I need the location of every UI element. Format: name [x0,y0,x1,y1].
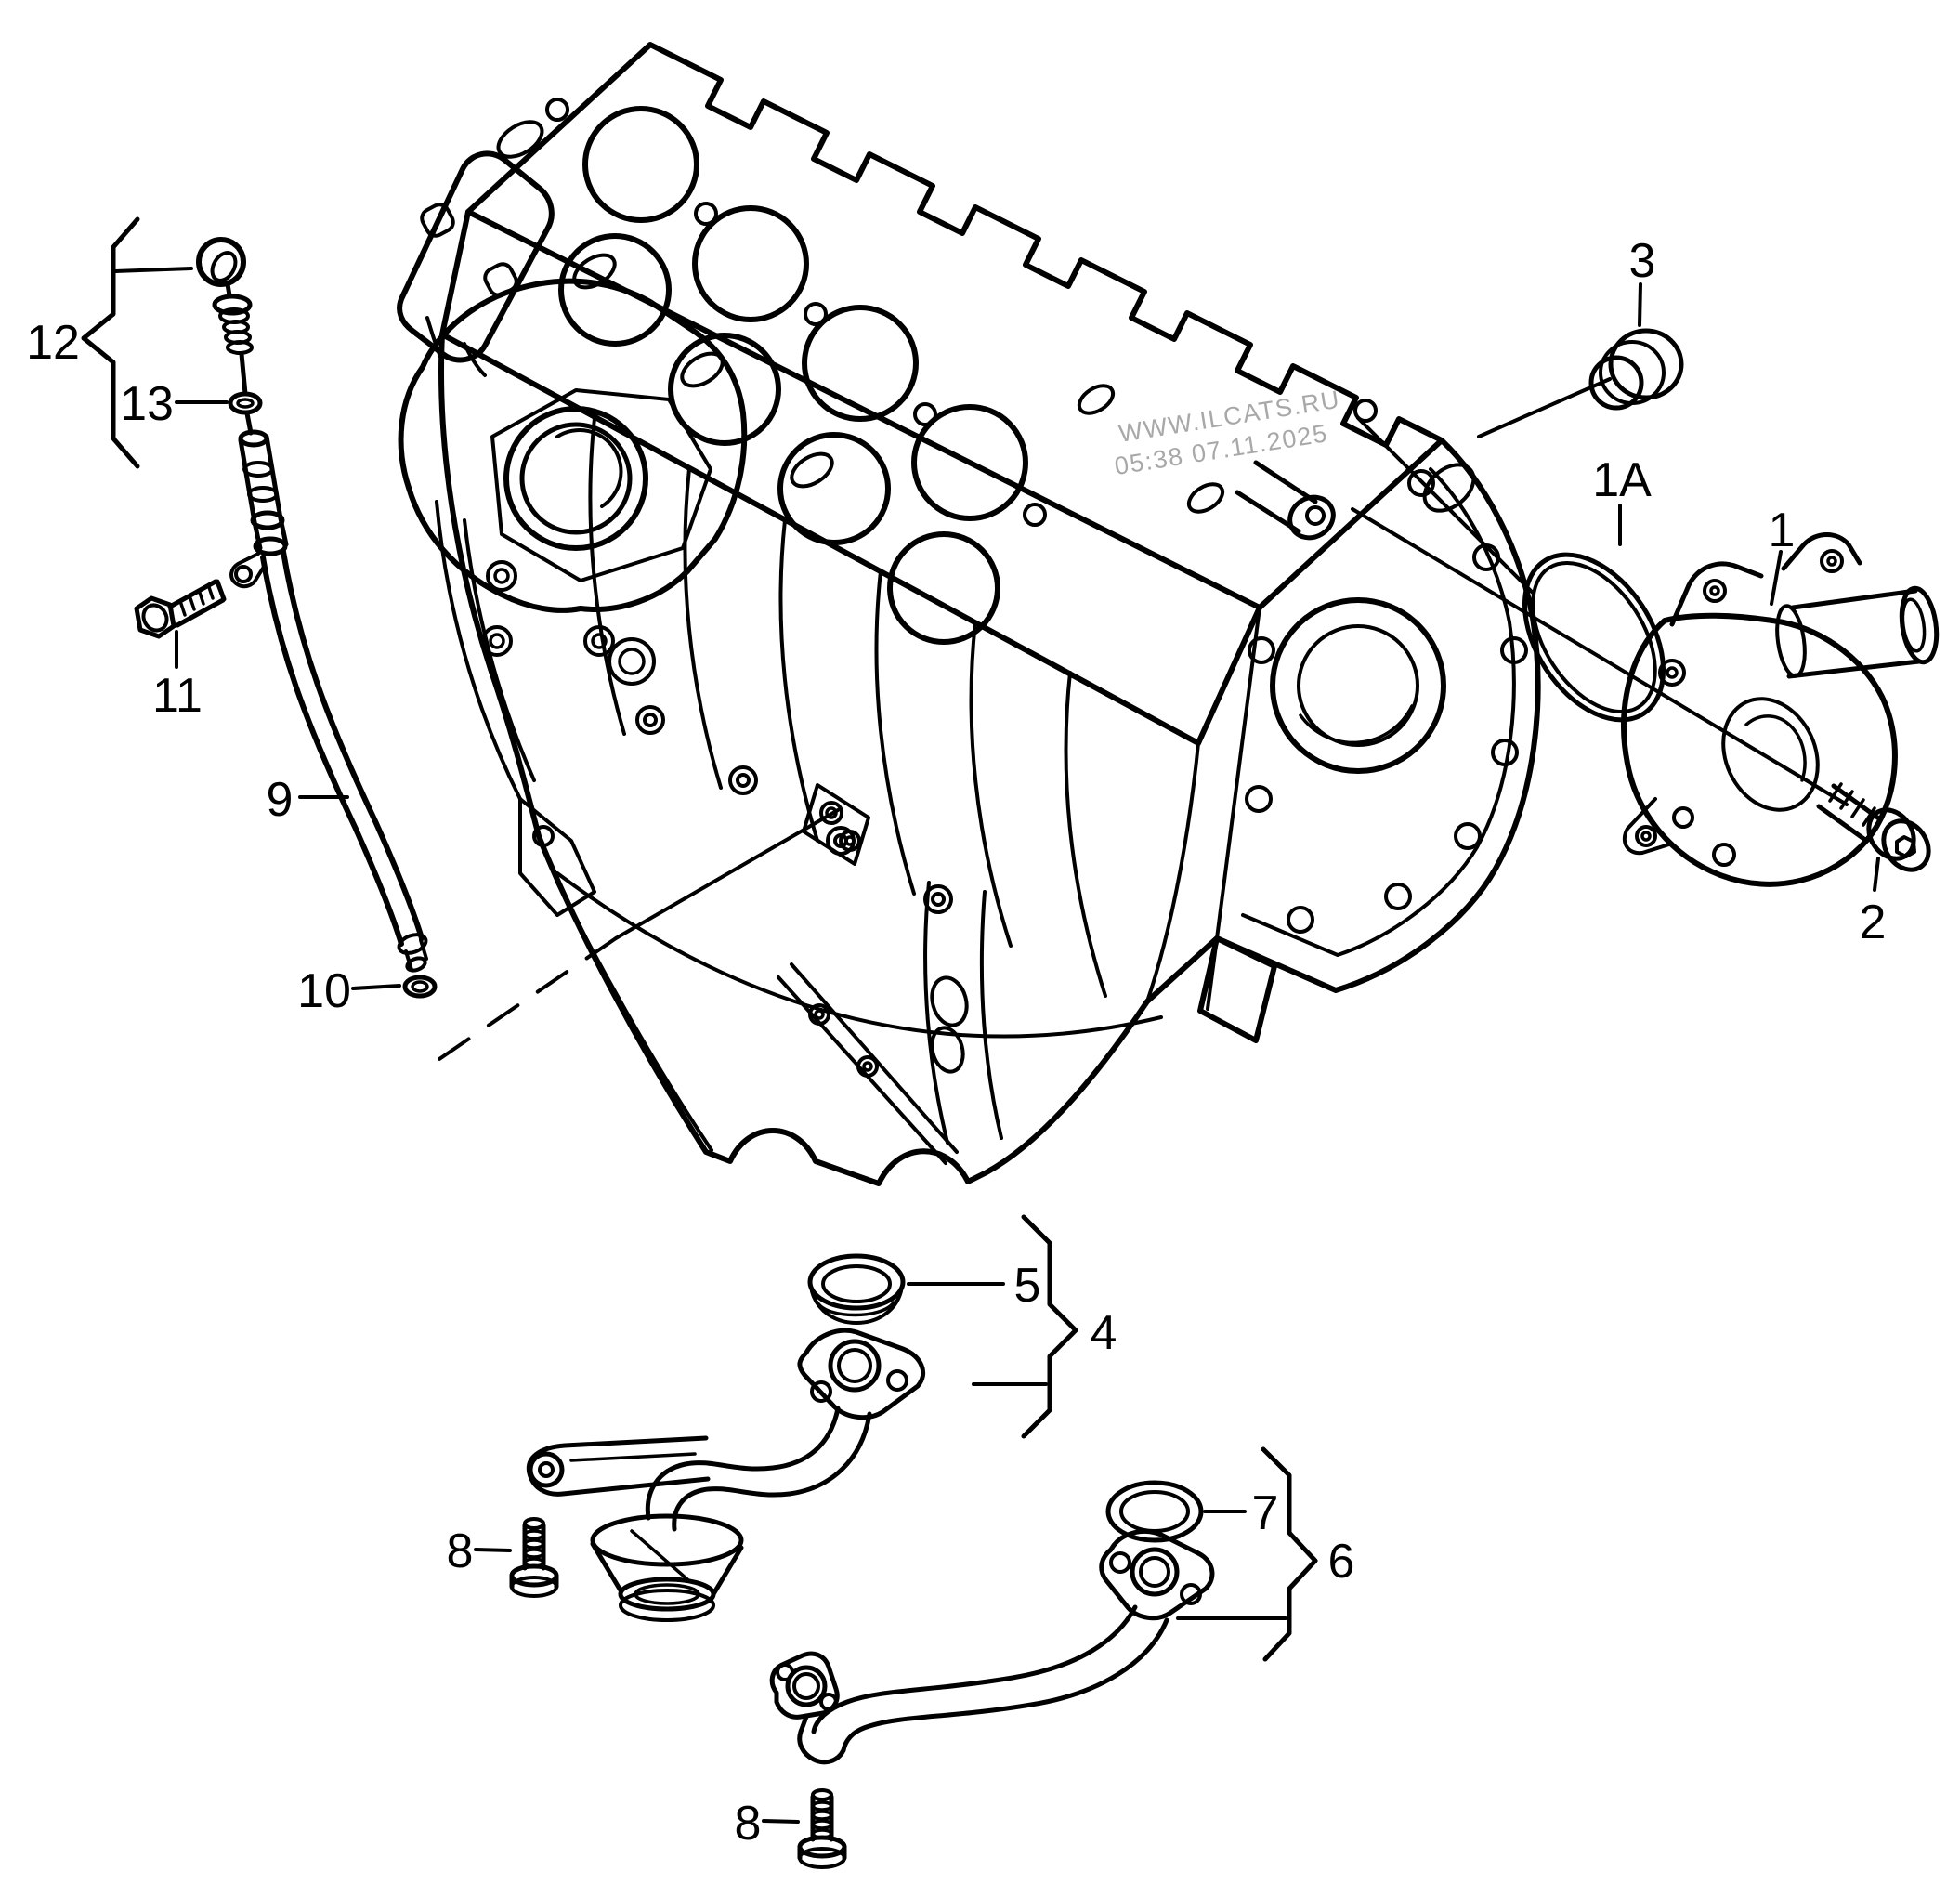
leader-lines [81,216,1880,1824]
watermark: WWW.ILCATS.RU 05:38 07.11.2025 [1113,386,1342,480]
return-pipe-gasket-7 [1105,1480,1204,1543]
callout-13: 13 [120,377,174,431]
callout-labels: 1 1A 2 3 4 5 6 7 8 8 9 10 11 12 13 [26,234,1886,1851]
callout-7: 7 [1252,1486,1279,1540]
callout-5: 5 [1014,1259,1041,1313]
turbo-housing [397,150,748,917]
suction-pipe-seal-5 [807,1253,906,1311]
callout-2: 2 [1860,896,1887,949]
callout-6: 6 [1328,1535,1355,1589]
callout-11: 11 [152,669,203,723]
dipstick-oring-13 [228,391,263,415]
head-gasket-outline [465,42,1444,610]
dipstick-drawing [196,237,289,589]
callout-3: 3 [1629,234,1656,288]
engine-block-drawing [397,42,1541,1186]
socket-bolt-8a-drawing [509,1517,559,1598]
oring-1a-drawing [1522,552,1666,723]
crankcase-ribs [555,416,1200,1039]
bracket-4 [1021,1214,1078,1439]
callout-1a: 1A [1592,453,1652,507]
callout-4: 4 [1091,1306,1117,1360]
oil-return-pipe-drawing [769,1480,1215,1765]
callout-1: 1 [1769,504,1796,557]
oil-suction-pipe-drawing [526,1253,925,1622]
callout-8b: 8 [735,1797,762,1851]
guide-tube-oring-10 [402,975,438,999]
socket-bolt-2-drawing [1816,782,1931,872]
front-face-bosses [635,705,953,914]
vacuum-pump-drawing [1621,532,1940,887]
callout-10: 10 [297,964,351,1018]
socket-bolt-8b-drawing [797,1788,847,1869]
bracket-6 [1261,1446,1318,1662]
sealing-plug-drawing [1588,328,1684,411]
callout-8a: 8 [447,1524,474,1578]
callout-9: 9 [267,773,294,827]
dipstick-guide-tube-drawing [260,549,438,999]
bracket-12 [81,216,140,469]
callout-12: 12 [26,316,80,370]
hex-bolt-11-drawing [134,579,227,639]
